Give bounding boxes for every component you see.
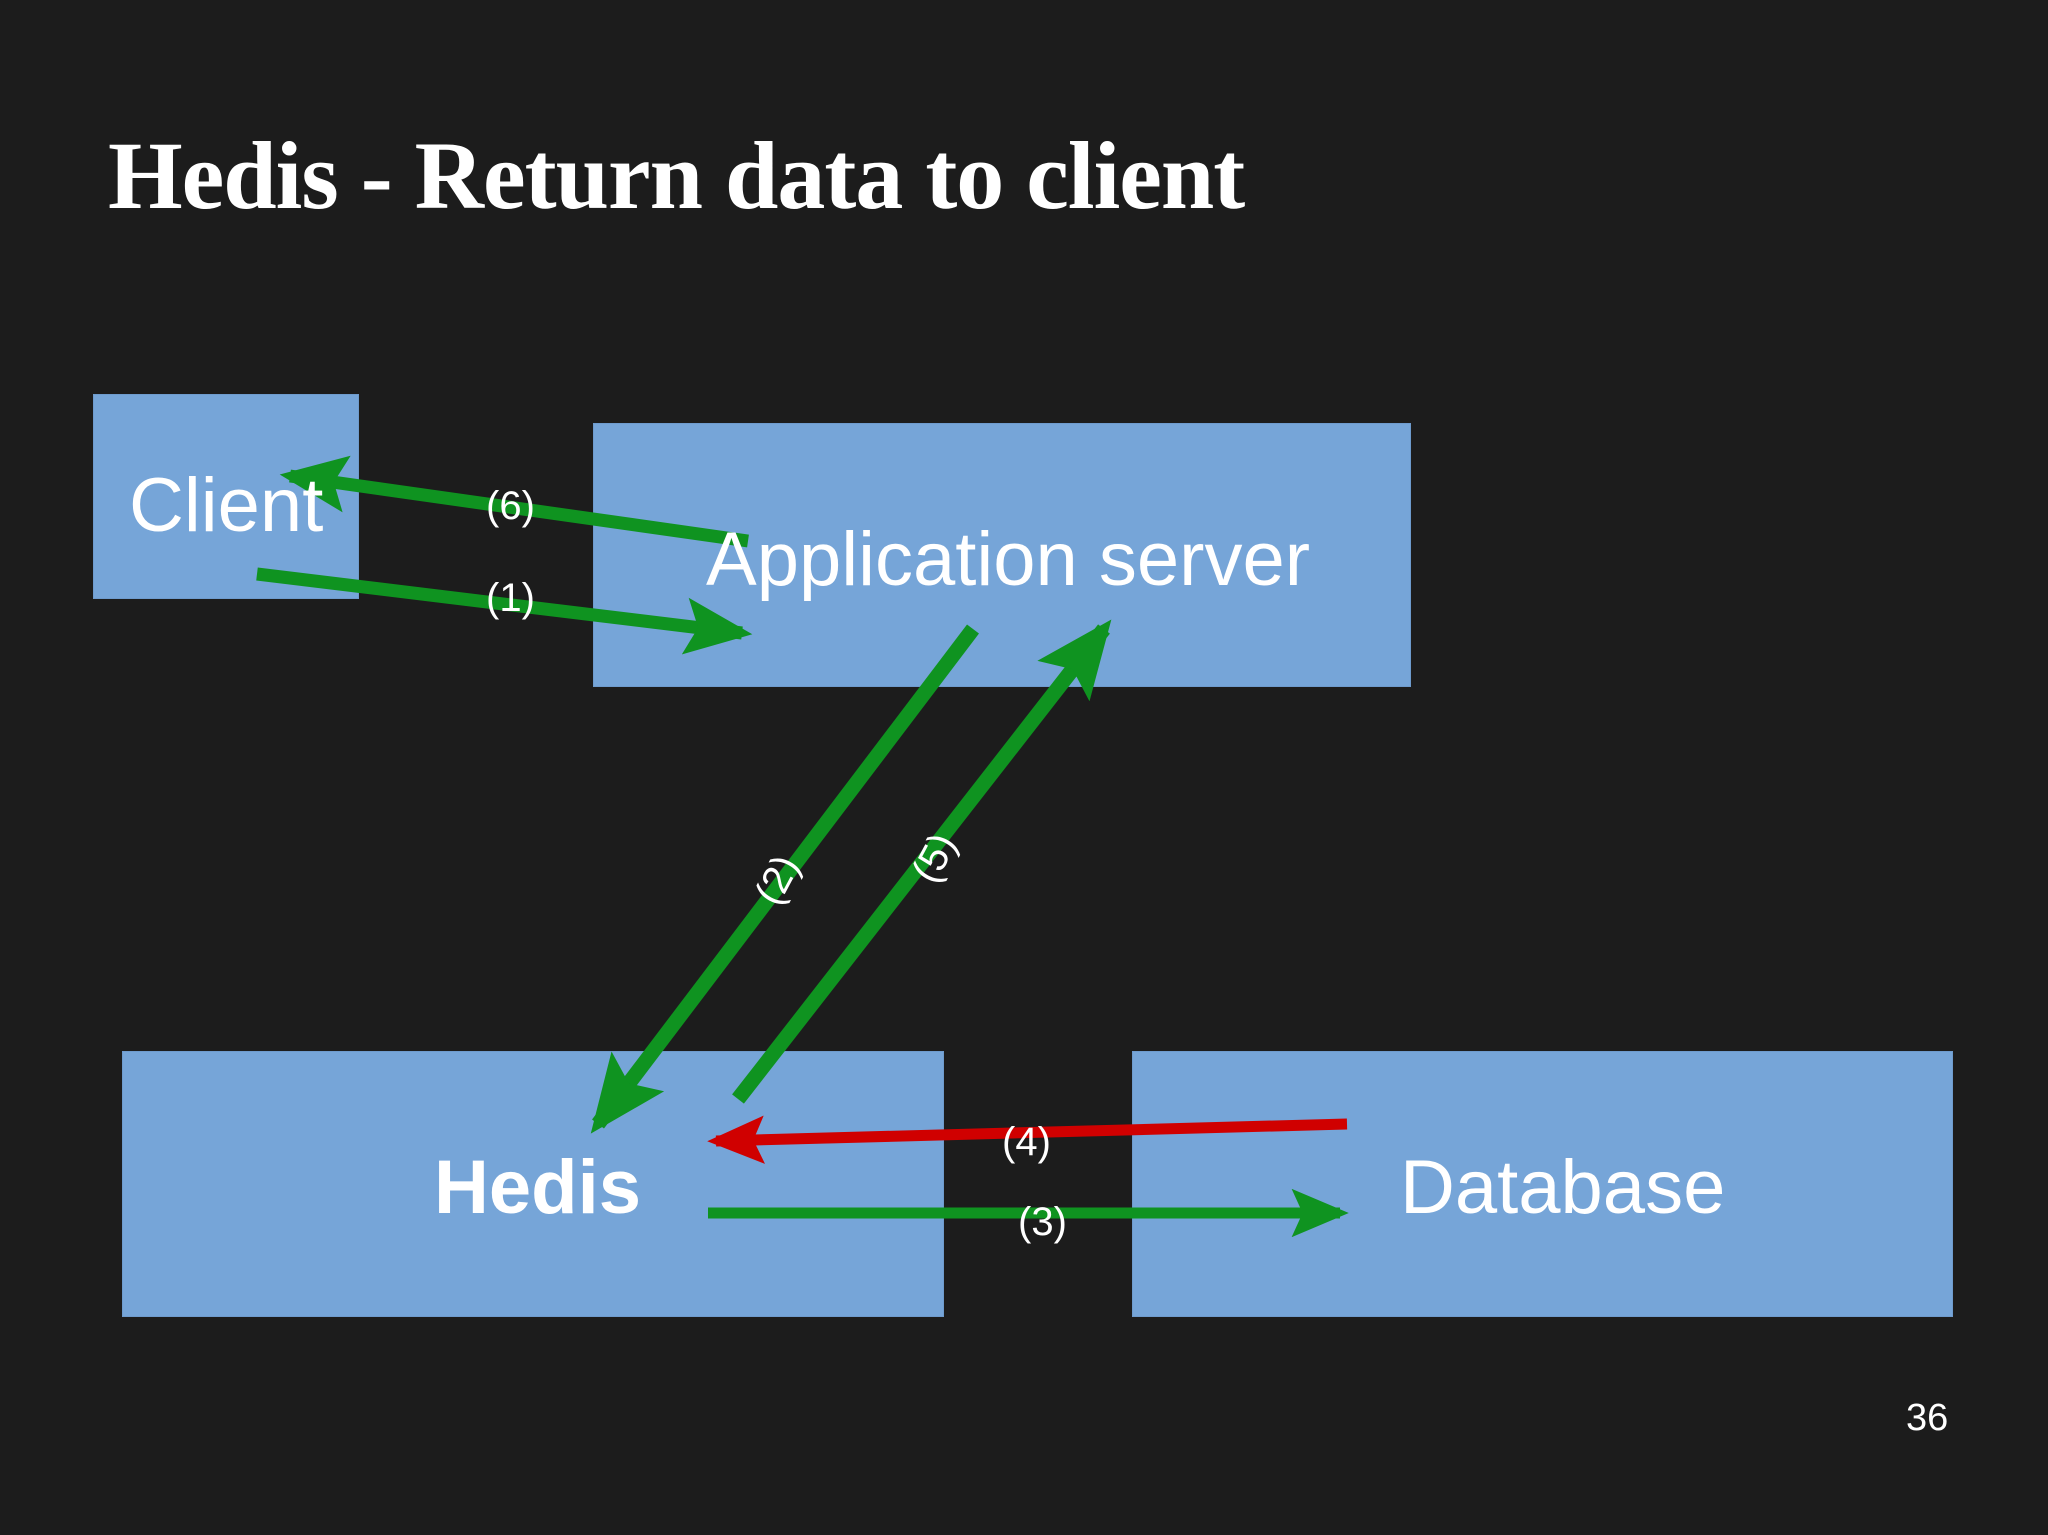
node-box-database: [1132, 1051, 1953, 1317]
node-label-client: Client: [129, 463, 324, 548]
page-title: Hedis - Return data to client: [108, 122, 1245, 229]
page-number: 36: [1906, 1397, 1949, 1439]
step-label-2: (2): [746, 848, 809, 912]
step-label-6: (6): [486, 484, 535, 528]
step-label-5: (5): [903, 826, 966, 890]
step-label-1: (1): [486, 576, 535, 620]
step-label-3: (3): [1018, 1200, 1067, 1244]
node-label-database: Database: [1400, 1145, 1726, 1230]
step-label-4: (4): [1002, 1120, 1051, 1164]
node-label-application-server: Application server: [706, 517, 1311, 602]
node-label-hedis: Hedis: [434, 1145, 641, 1230]
